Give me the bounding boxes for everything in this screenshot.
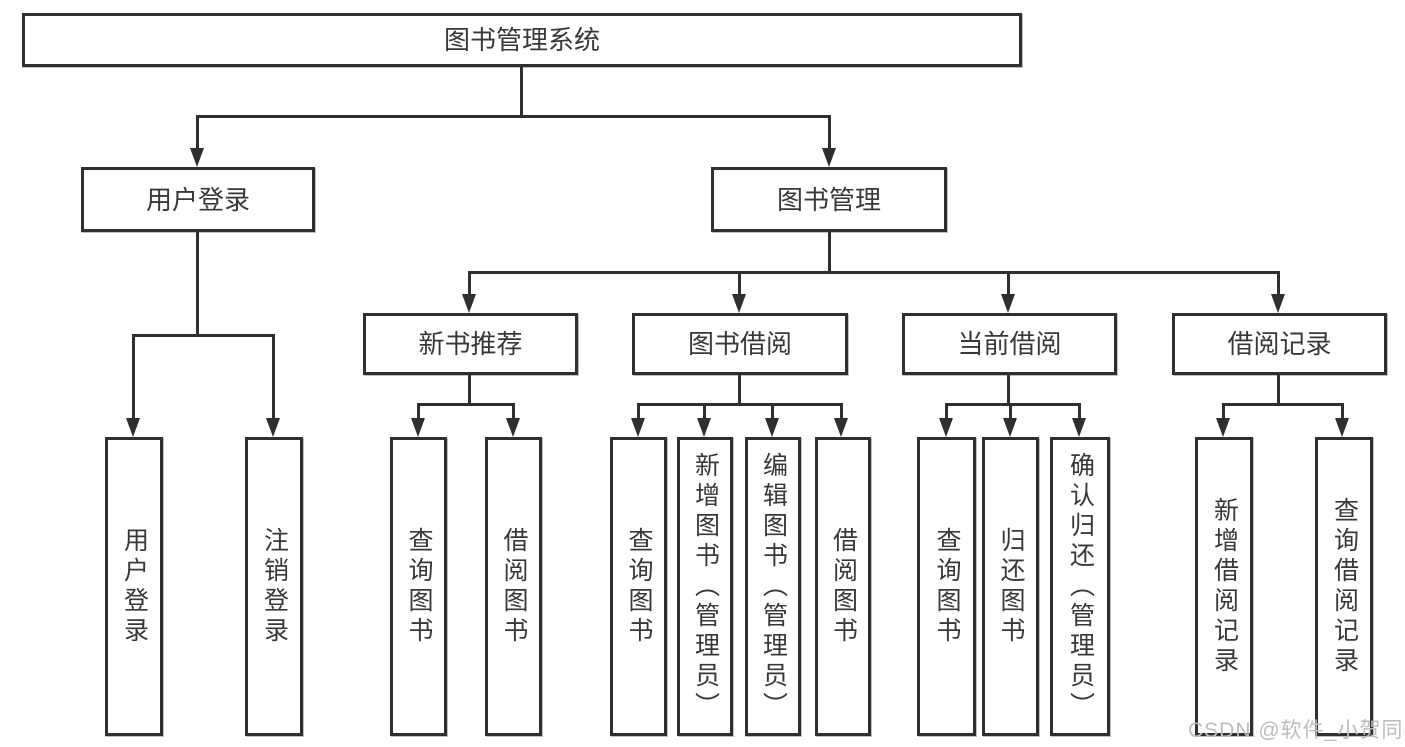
node-new-book-recommend-label: 新书推荐 <box>418 329 523 359</box>
node-user-login: 用户登录 <box>81 167 315 232</box>
node-book-borrow-label: 图书借阅 <box>687 329 792 359</box>
connector-line <box>1222 403 1344 406</box>
connector-line <box>1009 403 1012 419</box>
edge-arrowhead-down <box>834 418 848 437</box>
leaf-confirm-return-admin-label: 确认归还（管理员） <box>1066 451 1095 722</box>
edge-arrowhead-down <box>506 418 520 437</box>
connector-line <box>738 271 741 295</box>
edge-arrowhead-down <box>631 418 645 437</box>
edge-arrowhead-down <box>1003 418 1017 437</box>
leaf-return-book: 归还图书 <box>982 437 1039 736</box>
leaf-query-borrow-record-label: 查询借阅记录 <box>1330 496 1359 677</box>
node-book-borrow: 图书借阅 <box>632 313 848 375</box>
connector-line <box>945 403 948 419</box>
csdn-watermark: CSDN @软件_小贺同学 <box>1188 719 1405 742</box>
node-book-management: 图书管理 <box>711 167 947 232</box>
edge-arrowhead-down <box>1216 418 1230 437</box>
leaf-query-book-borrow: 查询图书 <box>610 437 667 736</box>
leaf-query-book-recommend: 查询图书 <box>390 437 447 736</box>
edge-arrowhead-down <box>1072 418 1086 437</box>
connector-line <box>1007 375 1010 406</box>
leaf-add-borrow-record-label: 新增借阅记录 <box>1210 496 1239 677</box>
connector-line <box>828 232 831 274</box>
leaf-query-book-current: 查询图书 <box>917 437 976 736</box>
node-new-book-recommend: 新书推荐 <box>363 313 578 375</box>
node-borrow-record: 借阅记录 <box>1172 313 1387 375</box>
leaf-borrow-book-recommend: 借阅图书 <box>485 437 542 736</box>
leaf-user-login-label: 用户登录 <box>120 526 149 647</box>
edge-arrowhead-down <box>190 148 204 167</box>
leaf-query-book-recommend-label: 查询图书 <box>405 526 433 647</box>
connector-line <box>468 271 1280 274</box>
leaf-borrow-book: 借阅图书 <box>815 437 871 736</box>
edge-arrowhead-down <box>266 418 280 437</box>
node-book-management-label: 图书管理 <box>776 184 881 215</box>
edge-arrowhead-down <box>1271 294 1285 313</box>
leaf-user-login: 用户登录 <box>105 437 163 736</box>
connector-line <box>637 403 640 419</box>
leaf-add-book-admin-label: 新增图书（管理员） <box>691 451 720 722</box>
connector-line <box>468 271 471 295</box>
edge-arrowhead-down <box>732 294 746 313</box>
connector-line <box>703 403 706 419</box>
node-root-label: 图书管理系统 <box>443 25 600 55</box>
connector-line <box>945 403 1081 406</box>
connector-line <box>828 115 831 149</box>
leaf-add-borrow-record: 新增借阅记录 <box>1195 437 1253 736</box>
leaf-add-book-admin: 新增图书（管理员） <box>677 437 733 736</box>
leaf-logout-label: 注销登录 <box>260 526 289 647</box>
edge-arrowhead-down <box>1001 294 1015 313</box>
node-current-borrow: 当前借阅 <box>902 313 1117 375</box>
connector-line <box>132 334 275 337</box>
leaf-borrow-book-label: 借阅图书 <box>829 526 858 647</box>
node-current-borrow-label: 当前借阅 <box>957 329 1062 359</box>
leaf-edit-book-admin-label: 编辑图书（管理员） <box>759 451 788 722</box>
connector-line <box>132 334 135 419</box>
leaf-edit-book-admin: 编辑图书（管理员） <box>745 437 801 736</box>
leaf-logout: 注销登录 <box>245 437 303 736</box>
connector-line <box>272 334 275 419</box>
leaf-confirm-return-admin: 确认归还（管理员） <box>1050 437 1110 736</box>
edge-arrowhead-down <box>822 148 836 167</box>
leaf-query-borrow-record: 查询借阅记录 <box>1315 437 1373 736</box>
leaf-query-book-borrow-label: 查询图书 <box>625 526 653 647</box>
connector-line <box>771 403 774 419</box>
connector-line <box>637 403 843 406</box>
connector-line <box>840 403 843 419</box>
connector-line <box>1341 403 1344 419</box>
connector-line <box>1222 403 1225 419</box>
edge-arrowhead-down <box>939 418 953 437</box>
edge-arrowhead-down <box>1335 418 1349 437</box>
connector-line <box>417 403 420 419</box>
connector-line <box>1078 403 1081 419</box>
connector-line <box>196 232 199 336</box>
leaf-query-book-current-label: 查询图书 <box>933 526 961 647</box>
connector-line <box>512 403 515 419</box>
edge-arrowhead-down <box>126 418 140 437</box>
connector-line <box>196 115 831 118</box>
connector-line <box>1277 271 1280 295</box>
connector-line <box>1007 271 1010 295</box>
leaf-borrow-book-recommend-label: 借阅图书 <box>500 526 528 647</box>
edge-arrowhead-down <box>411 418 425 437</box>
node-borrow-record-label: 借阅记录 <box>1227 329 1332 359</box>
edge-arrowhead-down <box>765 418 779 437</box>
connector-line <box>1277 375 1280 406</box>
edge-arrowhead-down <box>462 294 476 313</box>
edge-arrowhead-down <box>697 418 711 437</box>
connector-line <box>520 67 523 118</box>
connector-line <box>417 403 515 406</box>
connector-line <box>738 375 741 406</box>
node-root: 图书管理系统 <box>22 13 1022 67</box>
node-user-login-label: 用户登录 <box>145 184 250 215</box>
leaf-return-book-label: 归还图书 <box>997 526 1025 647</box>
connector-line <box>196 115 199 149</box>
connector-line <box>468 375 471 406</box>
